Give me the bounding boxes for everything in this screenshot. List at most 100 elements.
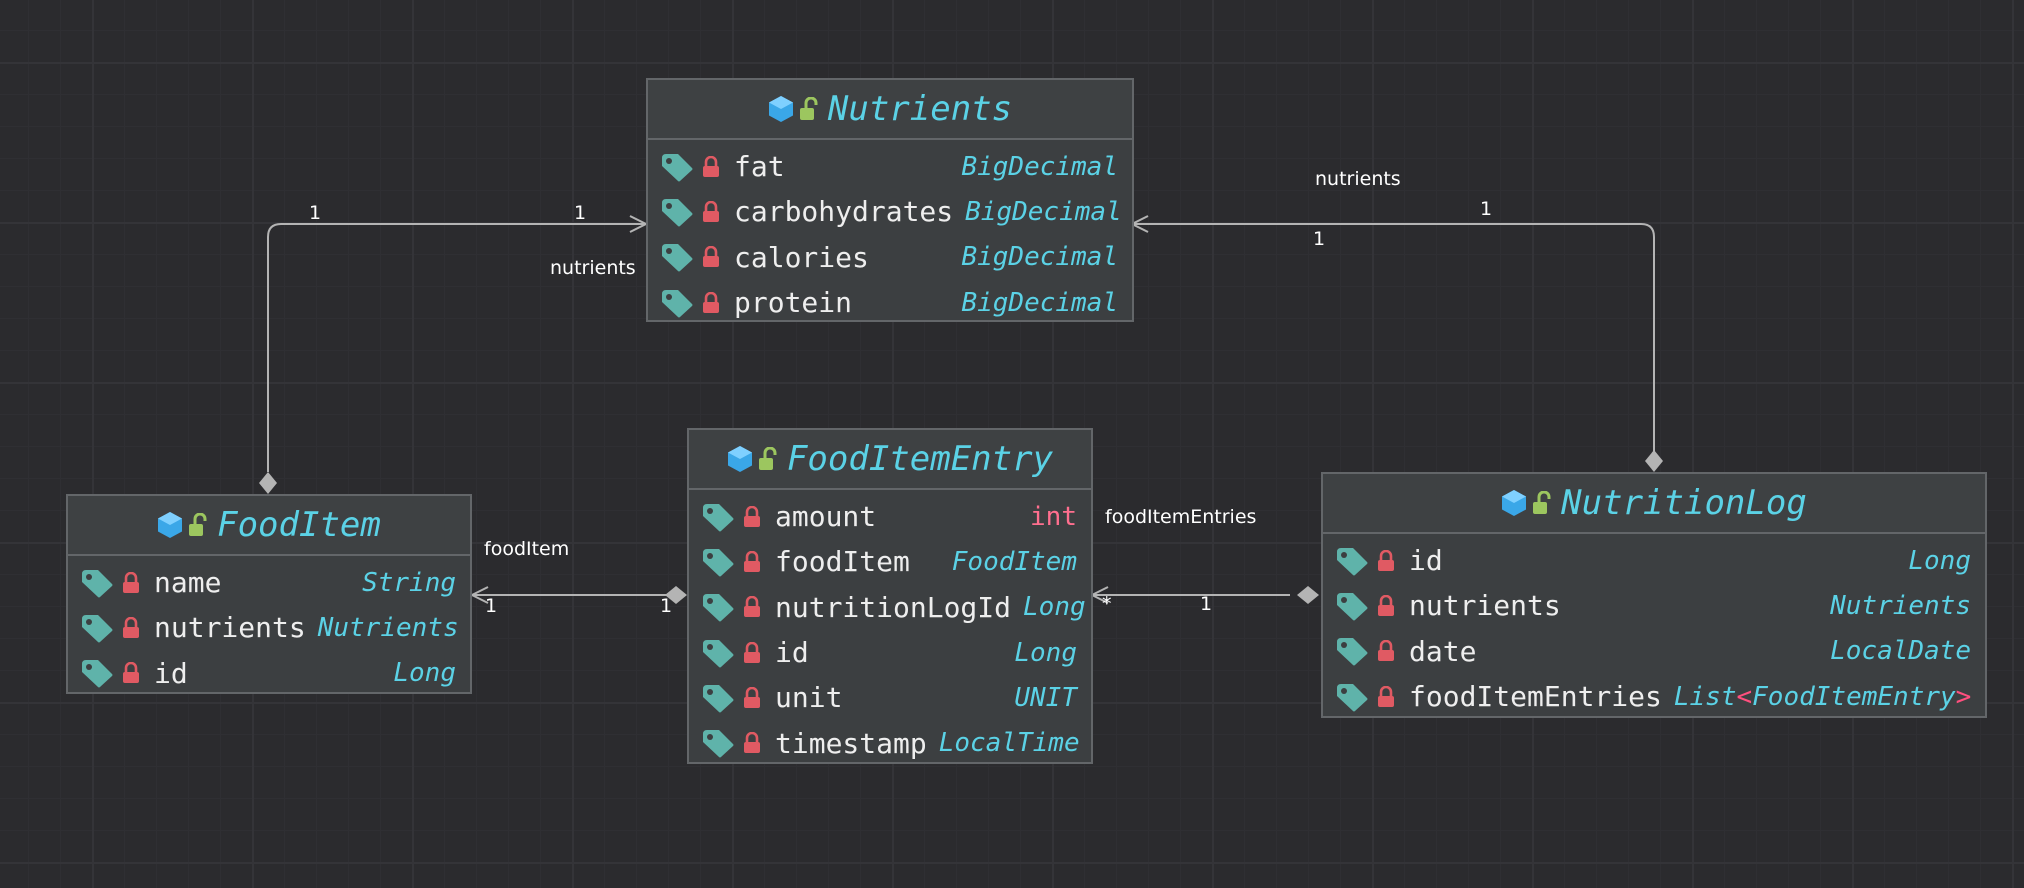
field-row[interactable]: nutrients Nutrients [68,605,470,650]
field-tag-icon [703,684,734,713]
field-type: Nutrients [1830,590,1971,621]
public-unlock-icon [758,447,777,470]
field-row[interactable]: foodItem FoodItem [689,539,1091,584]
class-nutritionlog[interactable]: NutritionLog id Long nutrients Nutrients… [1321,472,1987,718]
fooditem-nutrients-role-label: nutrients [550,257,636,279]
class-cube-icon [727,446,752,472]
field-name: timestamp [775,726,927,760]
field-row[interactable]: id Long [1323,538,1985,583]
field-tag-icon [82,614,113,643]
fooditem-nutrients-target-multiplicity: 1 [574,202,587,224]
field-tag-icon [1337,547,1368,576]
field-type: Long [1014,637,1077,668]
private-lock-icon [703,155,719,177]
field-list: id Long nutrients Nutrients date LocalDa… [1323,534,1985,719]
field-row[interactable]: carbohydrates BigDecimal [648,189,1132,234]
field-name: foodItemEntries [1409,680,1662,714]
private-lock-icon [744,641,760,663]
field-row[interactable]: calories BigDecimal [648,235,1132,280]
nutritionlog-nutrients-role-label: nutrients [1315,168,1401,190]
class-header: FoodItem [68,496,470,556]
class-title: NutritionLog [1561,483,1807,523]
private-lock-icon [744,550,760,572]
field-type: Nutrients [317,612,459,643]
field-name: nutritionLogId [775,590,1012,624]
field-name: unit [775,681,843,715]
field-name: id [1409,544,1443,578]
private-lock-icon [123,616,139,638]
field-row[interactable]: id Long [689,630,1091,675]
field-row[interactable]: protein BigDecimal [648,280,1132,325]
private-lock-icon [703,200,719,222]
fooditem-nutrients-source-multiplicity: 1 [309,202,322,224]
class-cube-icon [1502,490,1527,516]
field-name: amount [775,500,877,534]
field-row[interactable]: fat BigDecimal [648,144,1132,189]
private-lock-icon [1378,549,1394,571]
composition-diamond-entry-to-fooditem [665,586,687,604]
field-name: nutrients [1409,589,1561,623]
field-row[interactable]: nutrients Nutrients [1323,583,1985,628]
field-type: BigDecimal [961,151,1118,182]
private-lock-icon [1378,594,1394,616]
field-tag-icon [82,660,113,688]
public-unlock-icon [189,513,207,536]
field-tag-icon [703,594,734,622]
edge-fooditem-to-nutrients[interactable] [267,223,644,472]
field-row[interactable]: date LocalDate [1323,629,1985,674]
class-cube-icon [768,96,793,122]
private-lock-icon [703,291,719,313]
private-lock-icon [744,596,760,618]
field-tag-icon [1337,592,1368,621]
class-icons [727,445,779,473]
field-row[interactable]: name String [68,560,470,605]
private-lock-icon [744,505,760,527]
entry-fooditem-target-multiplicity: 1 [485,595,498,617]
class-nutrients[interactable]: Nutrients fat BigDecimal carbohydrates B… [646,78,1134,322]
field-list: fat BigDecimal carbohydrates BigDecimal … [648,140,1132,325]
field-row[interactable]: nutritionLogId Long [689,585,1091,630]
nutritionlog-entries-target-multiplicity: * [1102,593,1112,615]
field-list: name String nutrients Nutrients id Long [68,556,470,696]
field-tag-icon [662,198,693,227]
field-type: UNIT [1014,682,1077,713]
class-fooditementry[interactable]: FoodItemEntry amount int foodItem FoodIt… [687,428,1093,764]
field-type: LocalDate [1830,636,1971,667]
field-tag-icon [1337,638,1368,666]
field-name: date [1409,634,1477,668]
field-type: FoodItem [951,546,1077,577]
field-name: fat [734,150,785,184]
class-icons [1501,489,1553,517]
nutritionlog-entries-role-label: foodItemEntries [1105,506,1257,528]
nutritionlog-nutrients-target-multiplicity: 1 [1313,228,1326,250]
class-icons [157,511,209,539]
field-name: carbohydrates [734,195,954,229]
field-tag-icon [703,548,734,577]
class-icons [768,95,820,123]
entry-fooditem-source-multiplicity: 1 [660,595,673,617]
private-lock-icon [1378,685,1394,707]
private-lock-icon [703,246,719,268]
composition-diamond-fooditem [259,472,277,494]
public-unlock-icon [799,97,818,120]
field-tag-icon [662,153,693,182]
field-name: nutrients [154,611,306,645]
field-row[interactable]: id Long [68,651,470,696]
generic-close-bracket: > [1955,681,1972,712]
field-row[interactable]: foodItemEntries List<FoodItemEntry> [1323,674,1985,719]
field-row[interactable]: amount int [689,494,1091,539]
field-name: calories [734,240,869,274]
class-fooditem[interactable]: FoodItem name String nutrients Nutrients… [66,494,472,694]
public-unlock-icon [1533,491,1551,514]
class-header: NutritionLog [1323,474,1985,534]
field-row[interactable]: unit UNIT [689,675,1091,720]
field-type: Long [393,658,456,689]
composition-diamond-nutritionlog-to-nutrients [1645,450,1663,472]
field-row[interactable]: timestamp LocalTime [689,720,1091,765]
class-header: Nutrients [648,80,1132,140]
edge-nutritionlog-to-nutrients[interactable] [1134,223,1655,452]
field-tag-icon [703,730,734,758]
field-type: BigDecimal [965,196,1122,227]
field-type: LocalTime [938,728,1080,759]
